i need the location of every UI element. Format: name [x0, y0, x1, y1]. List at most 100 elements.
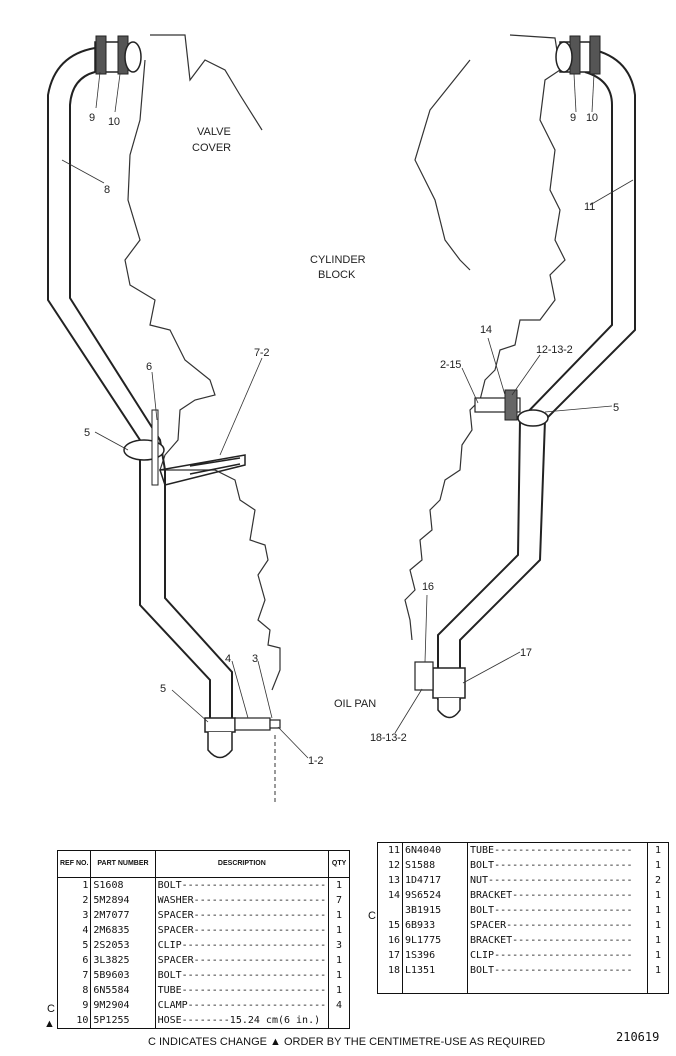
callout-l1-2: 1-2	[308, 755, 323, 767]
quantity-cell: 1	[336, 910, 343, 921]
ref-cell: 13	[377, 873, 403, 888]
part-number-cell: S1608	[90, 877, 156, 893]
quantity-cell: 1	[336, 970, 343, 981]
description-cell: BOLT-----------------------	[467, 858, 648, 873]
part-number-cell: 6N4040	[402, 842, 468, 858]
ref-cell: 11	[377, 842, 403, 858]
part-number-cell: L1351	[402, 963, 468, 978]
callout-l8: 8	[104, 184, 110, 196]
callout-r18-13-2: 18-13-2	[370, 732, 407, 744]
callout-l9: 9	[89, 112, 95, 124]
bracket-16	[414, 661, 434, 691]
quantity-cell: 1	[654, 860, 662, 871]
order-mark-row10: ▲	[44, 1018, 55, 1030]
ref-cell: 18	[377, 963, 403, 978]
engine-outline-left	[124, 34, 281, 691]
ref-cell: 6	[57, 953, 92, 968]
part-number-cell: S1588	[402, 858, 468, 873]
bolt-1	[269, 719, 281, 729]
parts-diagram: VALVE COVER CYLINDER BLOCK OIL PAN 9 10 …	[47, 34, 636, 805]
part-number-cell: 9M2904	[90, 998, 156, 1013]
tube-right-inner	[437, 71, 613, 700]
ref-cell: 17	[377, 948, 403, 963]
callout-r16: 16	[422, 581, 434, 593]
callout-l6: 6	[146, 361, 152, 373]
tube-left-end	[207, 732, 233, 759]
quantity-cell: 1	[336, 955, 343, 966]
part-number-cell: 6B933	[402, 918, 468, 933]
footer-note: C INDICATES CHANGE ▲ ORDER BY THE CENTIM…	[148, 1036, 546, 1048]
hose-right-end	[555, 41, 573, 73]
quantity-cell: 7	[336, 895, 343, 906]
clip-17	[432, 667, 466, 699]
header-part: PART NUMBER	[90, 850, 156, 878]
callout-l4: 4	[225, 653, 231, 665]
quantity-cell: 4	[336, 1000, 343, 1011]
part-number-cell: 3B1915	[402, 903, 468, 918]
quantity-cell: 2	[654, 875, 662, 886]
callout-l5b: 5	[160, 683, 166, 695]
part-number-cell: 1S396	[402, 948, 468, 963]
quantity-cell: 1	[654, 935, 662, 946]
clamp-right-b	[589, 35, 601, 75]
ref-cell: 16	[377, 933, 403, 948]
part-number-cell: 1D4717	[402, 873, 468, 888]
table-header: REF NO. PART NUMBER DESCRIPTION QTY	[57, 850, 350, 878]
part-number-cell: 9S6524	[402, 888, 468, 903]
spacer-4	[234, 717, 271, 731]
ref-cell: 8	[57, 983, 92, 998]
part-number-cell: 5B9603	[90, 968, 156, 983]
quantity-cell: 1	[654, 845, 662, 856]
ref-cell: 1	[57, 877, 92, 893]
header-ref: REF NO.	[57, 850, 92, 878]
description-cell: BOLT-----------------------	[467, 903, 648, 918]
part-number-cell: 9L1775	[402, 933, 468, 948]
description-cell: SPACER----------------------	[155, 923, 330, 938]
callout-l5a: 5	[84, 427, 90, 439]
quantity-cell: 1	[654, 950, 662, 961]
change-mark-row9: C	[47, 1003, 55, 1015]
description-cell: SPACER---------------------	[467, 918, 648, 933]
valve-cover-label-2: COVER	[192, 142, 231, 154]
ref-cell: 10	[57, 1013, 92, 1029]
part-number-cell: 3L3825	[90, 953, 156, 968]
cylinder-block-label-1: CYLINDER	[310, 254, 366, 266]
callout-r2-15: 2-15	[440, 359, 461, 371]
description-cell: CLAMP-----------------------	[155, 998, 330, 1013]
engine-outline-right	[404, 34, 566, 641]
part-number-cell: 2M7077	[90, 908, 156, 923]
description-cell: SPACER----------------------	[155, 953, 330, 968]
quantity-cell: 1	[654, 920, 662, 931]
quantity-cell: 1	[654, 905, 662, 916]
valve-cover-label-1: VALVE	[197, 126, 231, 138]
callout-l10: 10	[108, 116, 120, 128]
nut-13	[504, 389, 518, 421]
description-cell: NUT------------------------	[467, 873, 648, 888]
part-number-cell: 5M2894	[90, 893, 156, 908]
table-filler	[377, 978, 669, 994]
callout-r14: 14	[480, 324, 492, 336]
ref-cell: 12	[377, 858, 403, 873]
quantity-cell: 1	[654, 965, 662, 976]
description-cell: TUBE-----------------------	[467, 842, 648, 858]
description-cell: CLIP-----------------------	[467, 948, 648, 963]
ref-cell: 9	[57, 998, 92, 1013]
description-cell: CLIP------------------------	[155, 938, 330, 953]
hose-left-end	[124, 41, 142, 73]
ref-cell: 15	[377, 918, 403, 933]
part-number-cell: 6N5584	[90, 983, 156, 998]
part-number-cell: 2M6835	[90, 923, 156, 938]
callout-l7-2: 7-2	[254, 347, 269, 359]
callout-r12-13-2: 12-13-2	[536, 344, 573, 356]
